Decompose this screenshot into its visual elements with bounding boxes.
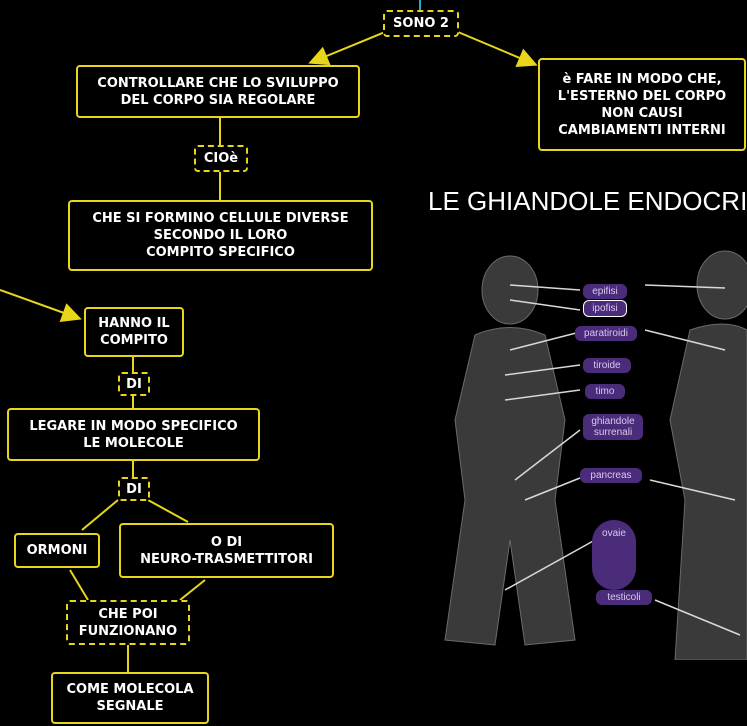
label-ovaie: ovaie (592, 520, 636, 590)
node-di-1: DI (118, 372, 150, 396)
node-hanno: HANNO IL COMPITO (84, 307, 184, 357)
label-timo: timo (585, 384, 625, 399)
node-cioe: CIOè (194, 145, 248, 172)
node-che-poi-text: CHE POI FUNZIONANO (79, 606, 178, 640)
label-ipofisi: ipofisi (583, 300, 627, 317)
node-fare-text: è FARE IN MODO CHE, L'ESTERNO DEL CORPO … (558, 71, 726, 139)
node-ormoni-text: ORMONI (27, 542, 88, 559)
female-body-shape (445, 328, 575, 646)
label-tiroide: tiroide (583, 358, 631, 373)
node-legare-text: LEGARE IN MODO SPECIFICO LE MOLECOLE (29, 418, 237, 452)
node-controllare-text: CONTROLLARE CHE LO SVILUPPO DEL CORPO SI… (97, 75, 338, 109)
node-neuro-text: O DI NEURO-TRASMETTITORI (140, 534, 313, 568)
label-epifisi: epifisi (583, 284, 627, 299)
node-formino: CHE SI FORMINO CELLULE DIVERSE SECONDO I… (68, 200, 373, 271)
endocrine-illustration (405, 240, 747, 660)
node-di-2: DI (118, 477, 150, 501)
node-molecola-text: COME MOLECOLA SEGNALE (66, 681, 193, 715)
node-controllare: CONTROLLARE CHE LO SVILUPPO DEL CORPO SI… (76, 65, 360, 118)
node-di-1-text: DI (126, 376, 142, 393)
node-hanno-text: HANNO IL COMPITO (98, 315, 169, 349)
label-pancreas: pancreas (580, 468, 642, 483)
node-cioe-text: CIOè (204, 150, 238, 167)
node-di-2-text: DI (126, 481, 142, 498)
node-legare: LEGARE IN MODO SPECIFICO LE MOLECOLE (7, 408, 260, 461)
label-surrenali: ghiandole surrenali (583, 414, 643, 440)
label-paratiroidi: paratiroidi (575, 326, 637, 341)
node-molecola: COME MOLECOLA SEGNALE (51, 672, 209, 724)
node-fare: è FARE IN MODO CHE, L'ESTERNO DEL CORPO … (538, 58, 746, 151)
node-ormoni: ORMONI (14, 533, 100, 568)
node-che-poi: CHE POI FUNZIONANO (66, 600, 190, 645)
node-sono2-text: SONO 2 (393, 15, 449, 32)
label-testicoli: testicoli (596, 590, 652, 605)
male-head-shape (697, 251, 747, 319)
figure-title: LE GHIANDOLE ENDOCRI (428, 186, 747, 217)
node-formino-text: CHE SI FORMINO CELLULE DIVERSE SECONDO I… (92, 210, 348, 261)
male-body-shape (670, 324, 747, 660)
female-head-shape (482, 256, 538, 324)
node-neuro: O DI NEURO-TRASMETTITORI (119, 523, 334, 578)
node-sono2: SONO 2 (383, 10, 459, 37)
